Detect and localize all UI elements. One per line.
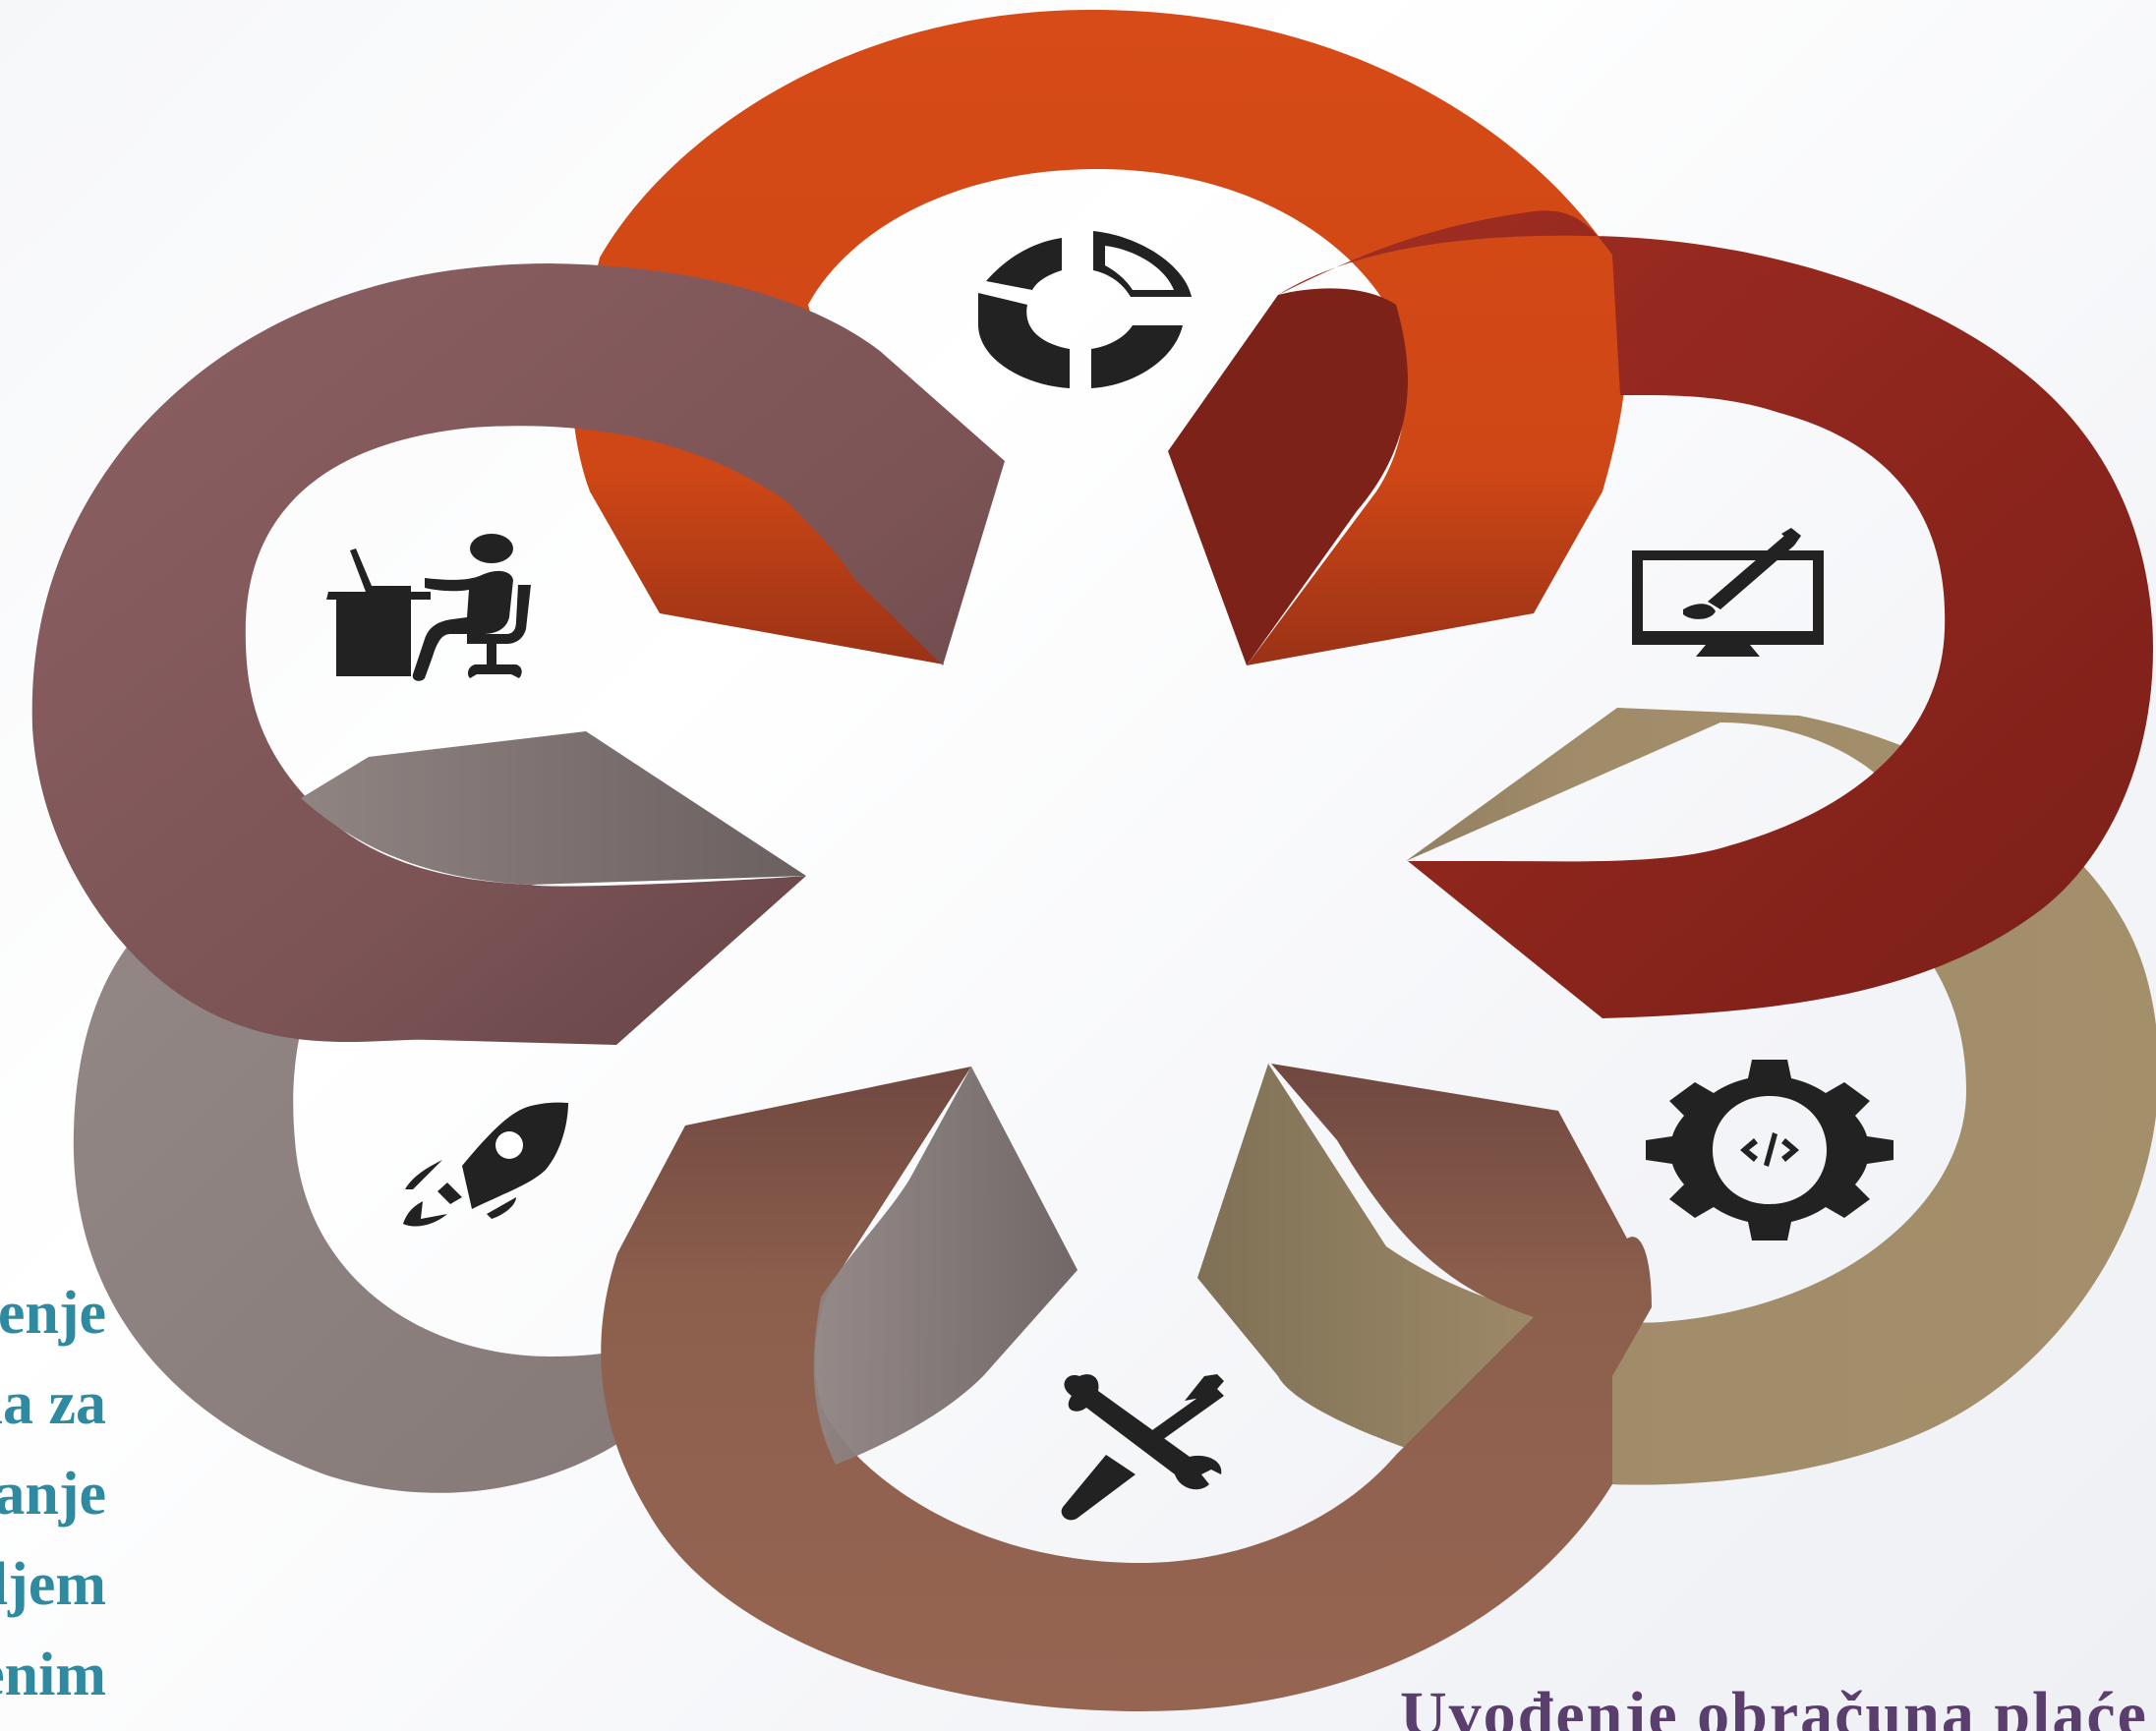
side-caption-line: planiranje: [0, 1461, 106, 1528]
office-worker-icon: [326, 534, 531, 681]
tools-shadow: [813, 1067, 1078, 1465]
pie-chart-icon: [978, 231, 1192, 388]
side-caption-line: Uvođenje: [0, 1280, 106, 1347]
monitor-pen-icon: [1632, 528, 1824, 657]
side-caption: Uvođenje obračuna za planiranje upravlja…: [0, 1268, 106, 1720]
wrench-screwdriver-icon: [1061, 1374, 1224, 1521]
chart-inner-face: [1168, 288, 1408, 665]
bottom-caption: Uvođenje obračuna plaće: [1400, 1679, 2148, 1731]
side-caption-line: obračuna za: [0, 1370, 106, 1437]
side-caption-line: upravljanje sa ciljem: [0, 1551, 106, 1618]
loop-office: [31, 263, 1005, 1045]
loop-design: [1278, 210, 2153, 1019]
side-caption-line: upravljenim: [0, 1642, 106, 1708]
rocket-icon: [403, 1102, 568, 1227]
office-grey-face: [301, 731, 806, 885]
gear-code-icon: [1646, 1060, 1894, 1241]
loop-tools: [601, 1064, 1652, 1711]
